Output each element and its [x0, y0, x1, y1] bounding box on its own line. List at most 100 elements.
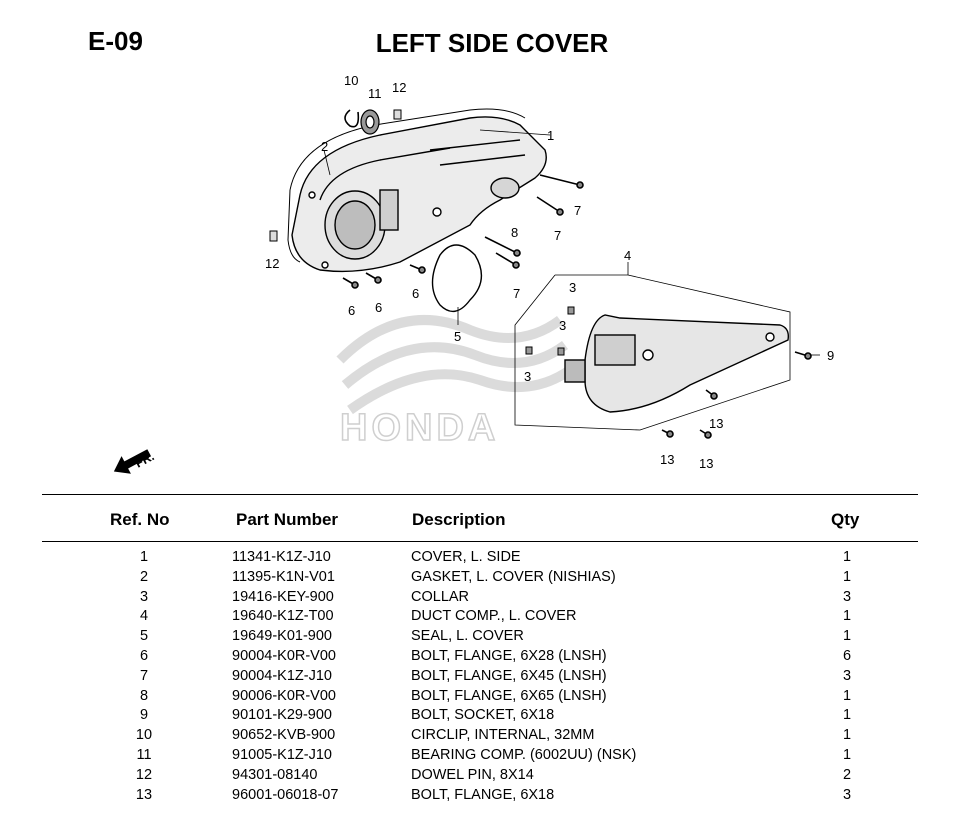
front-direction-arrow: [113, 449, 152, 474]
ref-no-cell: 8: [139, 687, 149, 704]
callout-2: 2: [321, 139, 328, 154]
description-cell: BOLT, SOCKET, 6X18: [411, 707, 555, 724]
bolts-group: [342, 174, 812, 439]
ref-no-cell: 13: [135, 786, 153, 803]
front-direction-label: FR.: [133, 449, 157, 470]
description-cell: BOLT, FLANGE, 6X65 (LNSH): [411, 687, 607, 704]
duct-outline-box: [514, 274, 791, 431]
description-cell: BOLT, FLANGE, 6X28 (LNSH): [411, 647, 607, 664]
part-number-cell: 96001-06018-07: [232, 786, 339, 803]
qty-cell: 6: [842, 647, 852, 664]
qty-cell: 2: [842, 766, 852, 783]
callout-12a: 12: [392, 80, 406, 95]
ref-no-cell: 5: [139, 628, 149, 645]
qty-cell: 1: [842, 687, 852, 704]
callout-3c: 3: [524, 369, 531, 384]
callout-1: 1: [547, 128, 554, 143]
description-cell: SEAL, L. COVER: [411, 628, 524, 645]
header-ref-no: Ref. No: [110, 510, 170, 529]
callout-12b: 12: [265, 256, 279, 271]
ref-no-cell: 6: [139, 647, 149, 664]
part-number-cell: 94301-08140: [232, 766, 318, 783]
callout-5: 5: [454, 329, 461, 344]
part-number-cell: 11395-K1N-V01: [232, 568, 335, 585]
qty-cell: 1: [842, 628, 852, 645]
table-row: 11 91005-K1Z-J10 BEARING COMP. (6002UU) (N…: [0, 746, 974, 766]
description-cell: COVER, L. SIDE: [411, 549, 521, 565]
part-number-cell: 90004-K0R-V00: [232, 647, 336, 664]
collars-group: [525, 306, 575, 356]
qty-cell: 3: [842, 667, 852, 684]
part-number-cell: 11341-K1Z-J10: [232, 549, 331, 565]
callout-3a: 3: [569, 280, 576, 295]
description-cell: CIRCLIP, INTERNAL, 32MM: [411, 727, 595, 744]
seal-part: [431, 244, 483, 313]
honda-wing-watermark: [336, 315, 573, 415]
part-number-cell: 90006-K0R-V00: [232, 687, 336, 704]
ref-no-cell: 12: [135, 766, 153, 783]
qty-cell: 1: [842, 727, 852, 744]
qty-cell: 3: [842, 588, 852, 605]
callout-13c: 13: [699, 456, 713, 471]
part-number-cell: 90004-K1Z-J10: [232, 667, 332, 684]
description-cell: BOLT, FLANGE, 6X45 (LNSH): [411, 667, 607, 684]
callout-8: 8: [511, 225, 518, 240]
ref-no-cell: 11: [136, 746, 152, 763]
description-cell: GASKET, L. COVER (NISHIAS): [411, 568, 616, 585]
qty-cell: 1: [842, 746, 852, 763]
callout-11: 11: [368, 86, 382, 101]
callout-13b: 13: [660, 452, 674, 467]
callout-7c: 7: [513, 286, 520, 301]
qty-cell: 1: [842, 549, 852, 565]
ref-no-cell: 9: [139, 707, 149, 724]
duct-comp-part: [564, 314, 790, 413]
callout-9: 9: [827, 348, 834, 363]
table-row: 8 90006-K0R-V00 BOLT, FLANGE, 6X65 (LNSH) 1: [0, 687, 974, 707]
part-number-cell: 90652-KVB-900: [232, 727, 336, 744]
part-number-cell: 90101-K29-900: [232, 707, 332, 724]
header-part-number: Part Number: [236, 510, 339, 529]
honda-watermark-text: HONDA: [340, 407, 499, 449]
diagram-code: E-09: [88, 26, 143, 56]
description-cell: BEARING COMP. (6002UU) (NSK): [411, 746, 637, 763]
callout-3b: 3: [559, 318, 566, 333]
page-title: LEFT SIDE COVER: [375, 28, 609, 58]
ref-no-cell: 2: [139, 568, 149, 585]
dowel-pin-part-2: [269, 230, 278, 242]
qty-cell: 1: [842, 608, 852, 625]
callout-13a: 13: [709, 416, 723, 431]
ref-no-cell: 7: [139, 667, 149, 684]
callout-labels: 1 2 3 3 3 4 5 6 6 6 7 7 7 8 9 10 11 12 1…: [265, 73, 834, 471]
part-number-cell: 91005-K1Z-J10: [232, 746, 332, 763]
table-row: 1 11341-K1Z-J10 COVER, L. SIDE 1: [0, 548, 974, 568]
ref-no-cell: 4: [139, 608, 149, 625]
description-cell: BOLT, FLANGE, 6X18: [411, 786, 555, 803]
callout-7a: 7: [574, 203, 581, 218]
leader-lines: [323, 129, 820, 356]
table-row: 9 90101-K29-900 BOLT, SOCKET, 6X18 1: [0, 706, 974, 726]
table-row: 2 11395-K1N-V01 GASKET, L. COVER (NISHIAS)…: [0, 568, 974, 588]
circlip-part: [344, 109, 360, 128]
description-cell: COLLAR: [411, 588, 470, 605]
ref-no-cell: 1: [139, 549, 149, 565]
callout-6c: 6: [412, 286, 419, 301]
ref-no-cell: 3: [139, 588, 149, 605]
callout-7b: 7: [554, 228, 561, 243]
callout-10: 10: [344, 73, 358, 88]
bearing-part: [360, 109, 380, 135]
description-cell: DOWEL PIN, 8X14: [411, 766, 534, 783]
table-top-rule: [42, 494, 918, 495]
callout-6a: 6: [348, 303, 355, 318]
dowel-pin-part: [393, 109, 402, 120]
header-description: Description: [412, 510, 506, 529]
exploded-parts-diagram: HONDA: [0, 60, 974, 490]
description-cell: DUCT COMP., L. COVER: [411, 608, 577, 625]
qty-cell: 1: [842, 707, 852, 724]
table-row: 7 90004-K1Z-J10 BOLT, FLANGE, 6X45 (LNSH) 3: [0, 667, 974, 687]
